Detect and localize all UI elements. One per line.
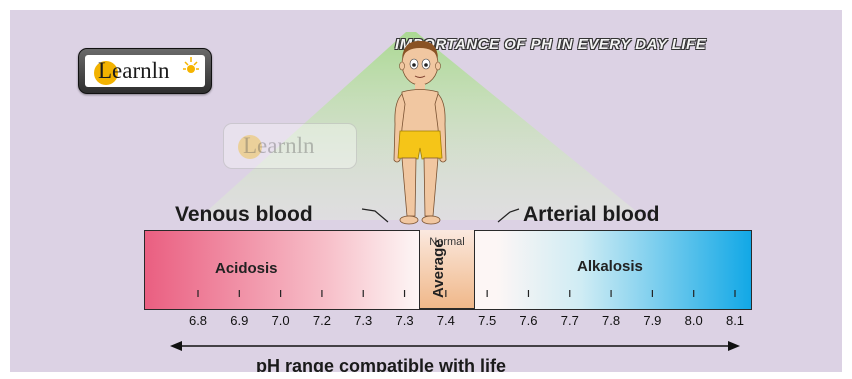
range-arrow bbox=[10, 10, 842, 372]
diagram-canvas: IMPORTANCE OF PH IN EVERY DAY LIFE Learn… bbox=[10, 10, 842, 372]
ph-range-caption: pH range compatible with life bbox=[256, 356, 506, 372]
